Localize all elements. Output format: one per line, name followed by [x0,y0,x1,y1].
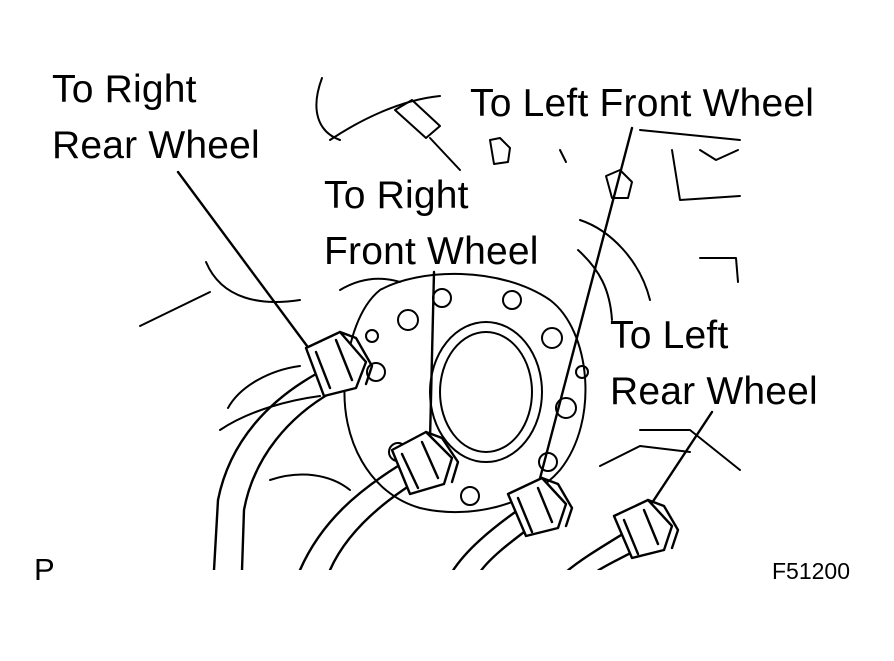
label-line: Rear Wheel [52,124,260,167]
view-code: P [34,552,55,587]
label-line: To Right [324,174,469,217]
label-to-right-rear-wheel: To Right Rear Wheel [52,62,260,174]
figure-id: F51200 [772,558,851,584]
label-line: To Left [610,314,729,357]
leader-right-front [428,270,436,442]
pipe-right-rear [212,330,374,572]
label-line: To Left Front Wheel [470,82,815,125]
label-line: Front Wheel [324,230,539,273]
leader-lines [176,126,714,514]
label-to-left-rear-wheel: To Left Rear Wheel [610,308,818,420]
label-to-right-front-wheel: To Right Front Wheel [324,168,539,280]
label-line: To Right [52,68,197,111]
background-outline [139,77,741,491]
leader-right-rear [176,170,312,352]
pipe-left-front [450,476,574,574]
label-line: Rear Wheel [610,370,818,413]
pipe-left-rear [564,498,680,574]
leader-left-rear [644,410,714,514]
leader-left-front [536,126,634,488]
brake-pipes [212,330,680,574]
label-to-left-front-wheel: To Left Front Wheel [470,76,814,132]
pipe-right-front [298,430,460,572]
